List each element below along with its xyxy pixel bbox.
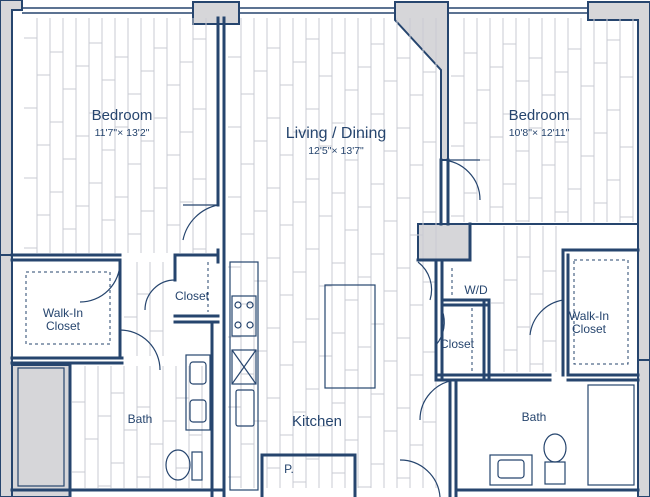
bath-right-fixtures — [489, 384, 635, 486]
room-dimensions: 11'7"× 13'2" — [94, 126, 150, 139]
kitchen-counter — [229, 261, 259, 491]
room-name-line2: Closet — [571, 322, 607, 337]
room-washer-dryer: W/D — [464, 283, 488, 297]
stove-top — [231, 295, 257, 337]
room-pantry: P. — [284, 462, 294, 476]
tub-right — [587, 384, 635, 486]
vanity-right — [489, 454, 533, 486]
room-bedroom-right: Bedroom 10'8"× 12'11" — [508, 107, 570, 139]
room-closet-right: Closet — [439, 337, 475, 351]
floor-planks — [24, 18, 634, 488]
vanity-left — [185, 354, 211, 431]
room-walkin-closet-right: Walk-In Closet — [568, 309, 610, 337]
bath-left-fixtures — [17, 354, 211, 487]
room-kitchen: Kitchen — [291, 413, 343, 430]
room-name-line1: Walk-In — [568, 309, 610, 323]
wall-block-bottom-left — [11, 364, 71, 497]
room-name-line1: Walk-In — [42, 306, 84, 320]
wall-block-right-low — [637, 359, 650, 497]
dishwasher — [231, 349, 257, 385]
room-living-dining: Living / Dining 12'5"× 13'7" — [286, 125, 387, 157]
room-dimensions: 10'8"× 12'11" — [508, 126, 570, 139]
room-name-line2: Closet — [45, 319, 81, 334]
kitchen-fixtures — [229, 261, 376, 491]
windows — [22, 7, 588, 14]
room-bath-right: Bath — [521, 410, 547, 424]
room-closet-left: Closet — [174, 289, 210, 303]
kitchen-island — [324, 284, 376, 389]
kitchen-sink — [235, 389, 255, 427]
room-name: Bedroom — [508, 107, 570, 124]
doors — [79, 159, 564, 497]
column-top-left — [192, 1, 240, 25]
wall-block-left-low — [0, 254, 13, 497]
interior-walls — [10, 16, 640, 497]
wd-column-block — [417, 223, 471, 261]
toilet-right — [543, 433, 567, 463]
tub-left — [17, 367, 65, 487]
closet-shelving — [25, 259, 629, 372]
room-dimensions: 12'5"× 13'7" — [308, 144, 364, 157]
wall-mass-top-middle — [394, 1, 449, 161]
wall-mass-top-left — [0, 0, 23, 256]
room-name: Bedroom — [91, 107, 153, 124]
wall-mass-top-right — [587, 1, 650, 361]
toilet-left — [165, 449, 191, 481]
room-name: Living / Dining — [285, 125, 387, 142]
room-bath-left: Bath — [127, 412, 153, 426]
room-bedroom-left: Bedroom 11'7"× 13'2" — [91, 107, 153, 139]
room-walkin-closet-left: Walk-In Closet — [42, 306, 84, 334]
